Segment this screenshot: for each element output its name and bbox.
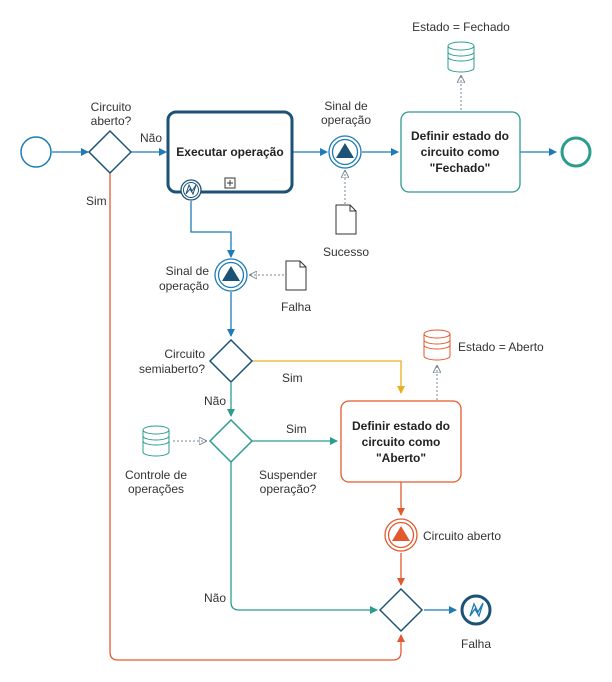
signal-triangle-icon (336, 143, 354, 158)
signal-event-mid-inner (217, 261, 245, 289)
state-closed-datastore-icon[interactable] (447, 41, 475, 73)
ops-control-label-2: operações (128, 482, 184, 496)
signal-top-label-2: operação (321, 113, 371, 127)
suspend-question-1: Suspender (259, 468, 317, 482)
gateway-circuit-open[interactable] (87, 129, 133, 175)
flow-halfopen-to-open-task (252, 360, 405, 394)
set-open-line-1: Definir estado do (352, 419, 450, 433)
start-event[interactable] (20, 136, 52, 168)
lightning-icon (185, 183, 197, 196)
signal-mid-label-1: Sinal de (166, 264, 210, 278)
flow-open-yes-to-end-gateway (109, 173, 405, 661)
circuit-open-event-inner (387, 521, 415, 549)
success-doc-label: Sucesso (323, 245, 369, 259)
success-document-icon[interactable] (335, 204, 357, 235)
circuit-open-question-1: Circuito (91, 100, 132, 114)
signal-top-label-1: Sinal de (324, 99, 368, 113)
flow-label-no-2: Não (204, 394, 226, 408)
set-closed-line-3: "Fechado" (430, 161, 491, 175)
circuit-open-event-label: Circuito aberto (423, 529, 501, 543)
success-document-fold (349, 205, 356, 212)
gateway-suspend-operation[interactable] (208, 418, 254, 464)
state-open-datastore-icon[interactable] (423, 329, 451, 361)
set-closed-state-task[interactable] (400, 111, 521, 193)
flow-suspend-to-end-gateway (230, 462, 378, 614)
set-open-line-3: "Aberto" (376, 451, 426, 465)
circuit-half-open-question-2: semiaberto? (139, 362, 205, 376)
signal-event-top-inner (331, 138, 359, 166)
end-event[interactable] (560, 136, 592, 168)
set-open-state-task[interactable] (340, 400, 462, 483)
failure-doc-label: Falha (281, 300, 311, 314)
state-open-label: Estado = Aberto (458, 340, 544, 354)
flow-label-yes-3: Sim (286, 422, 307, 436)
lightning-icon (469, 602, 484, 618)
failure-document-icon[interactable] (285, 260, 307, 291)
boundary-error-inner (183, 182, 199, 198)
plus-icon (227, 180, 233, 186)
flow-label-no-3: Não (204, 591, 226, 605)
execute-operation-label: Executar operação (176, 145, 283, 159)
set-open-line-2: circuito como (362, 435, 441, 449)
failure-end-label: Falha (461, 637, 491, 651)
gateway-circuit-half-open[interactable] (208, 338, 254, 384)
ops-control-label-1: Controle de (125, 468, 187, 482)
flow-error-to-signal-mid (190, 201, 235, 258)
execute-operation-task[interactable] (166, 110, 294, 194)
signal-mid-label-2: operação (159, 279, 209, 293)
flow-label-yes-2: Sim (282, 371, 303, 385)
signal-triangle-icon (222, 266, 240, 281)
failure-document-fold (299, 261, 306, 268)
flow-label-no-1: Não (140, 131, 162, 145)
circuit-open-question-2: aberto? (91, 114, 132, 128)
set-closed-line-1: Definir estado do (411, 129, 509, 143)
operations-control-datastore-icon[interactable] (142, 425, 170, 457)
state-closed-label: Estado = Fechado (412, 20, 510, 34)
flow-label-yes-1: Sim (86, 194, 107, 208)
circuit-half-open-question-1: Circuito (164, 347, 205, 361)
suspend-question-2: operação? (260, 482, 317, 496)
signal-triangle-icon (392, 526, 410, 541)
gateway-merge[interactable] (378, 587, 424, 633)
set-closed-line-2: circuito como (421, 145, 500, 159)
